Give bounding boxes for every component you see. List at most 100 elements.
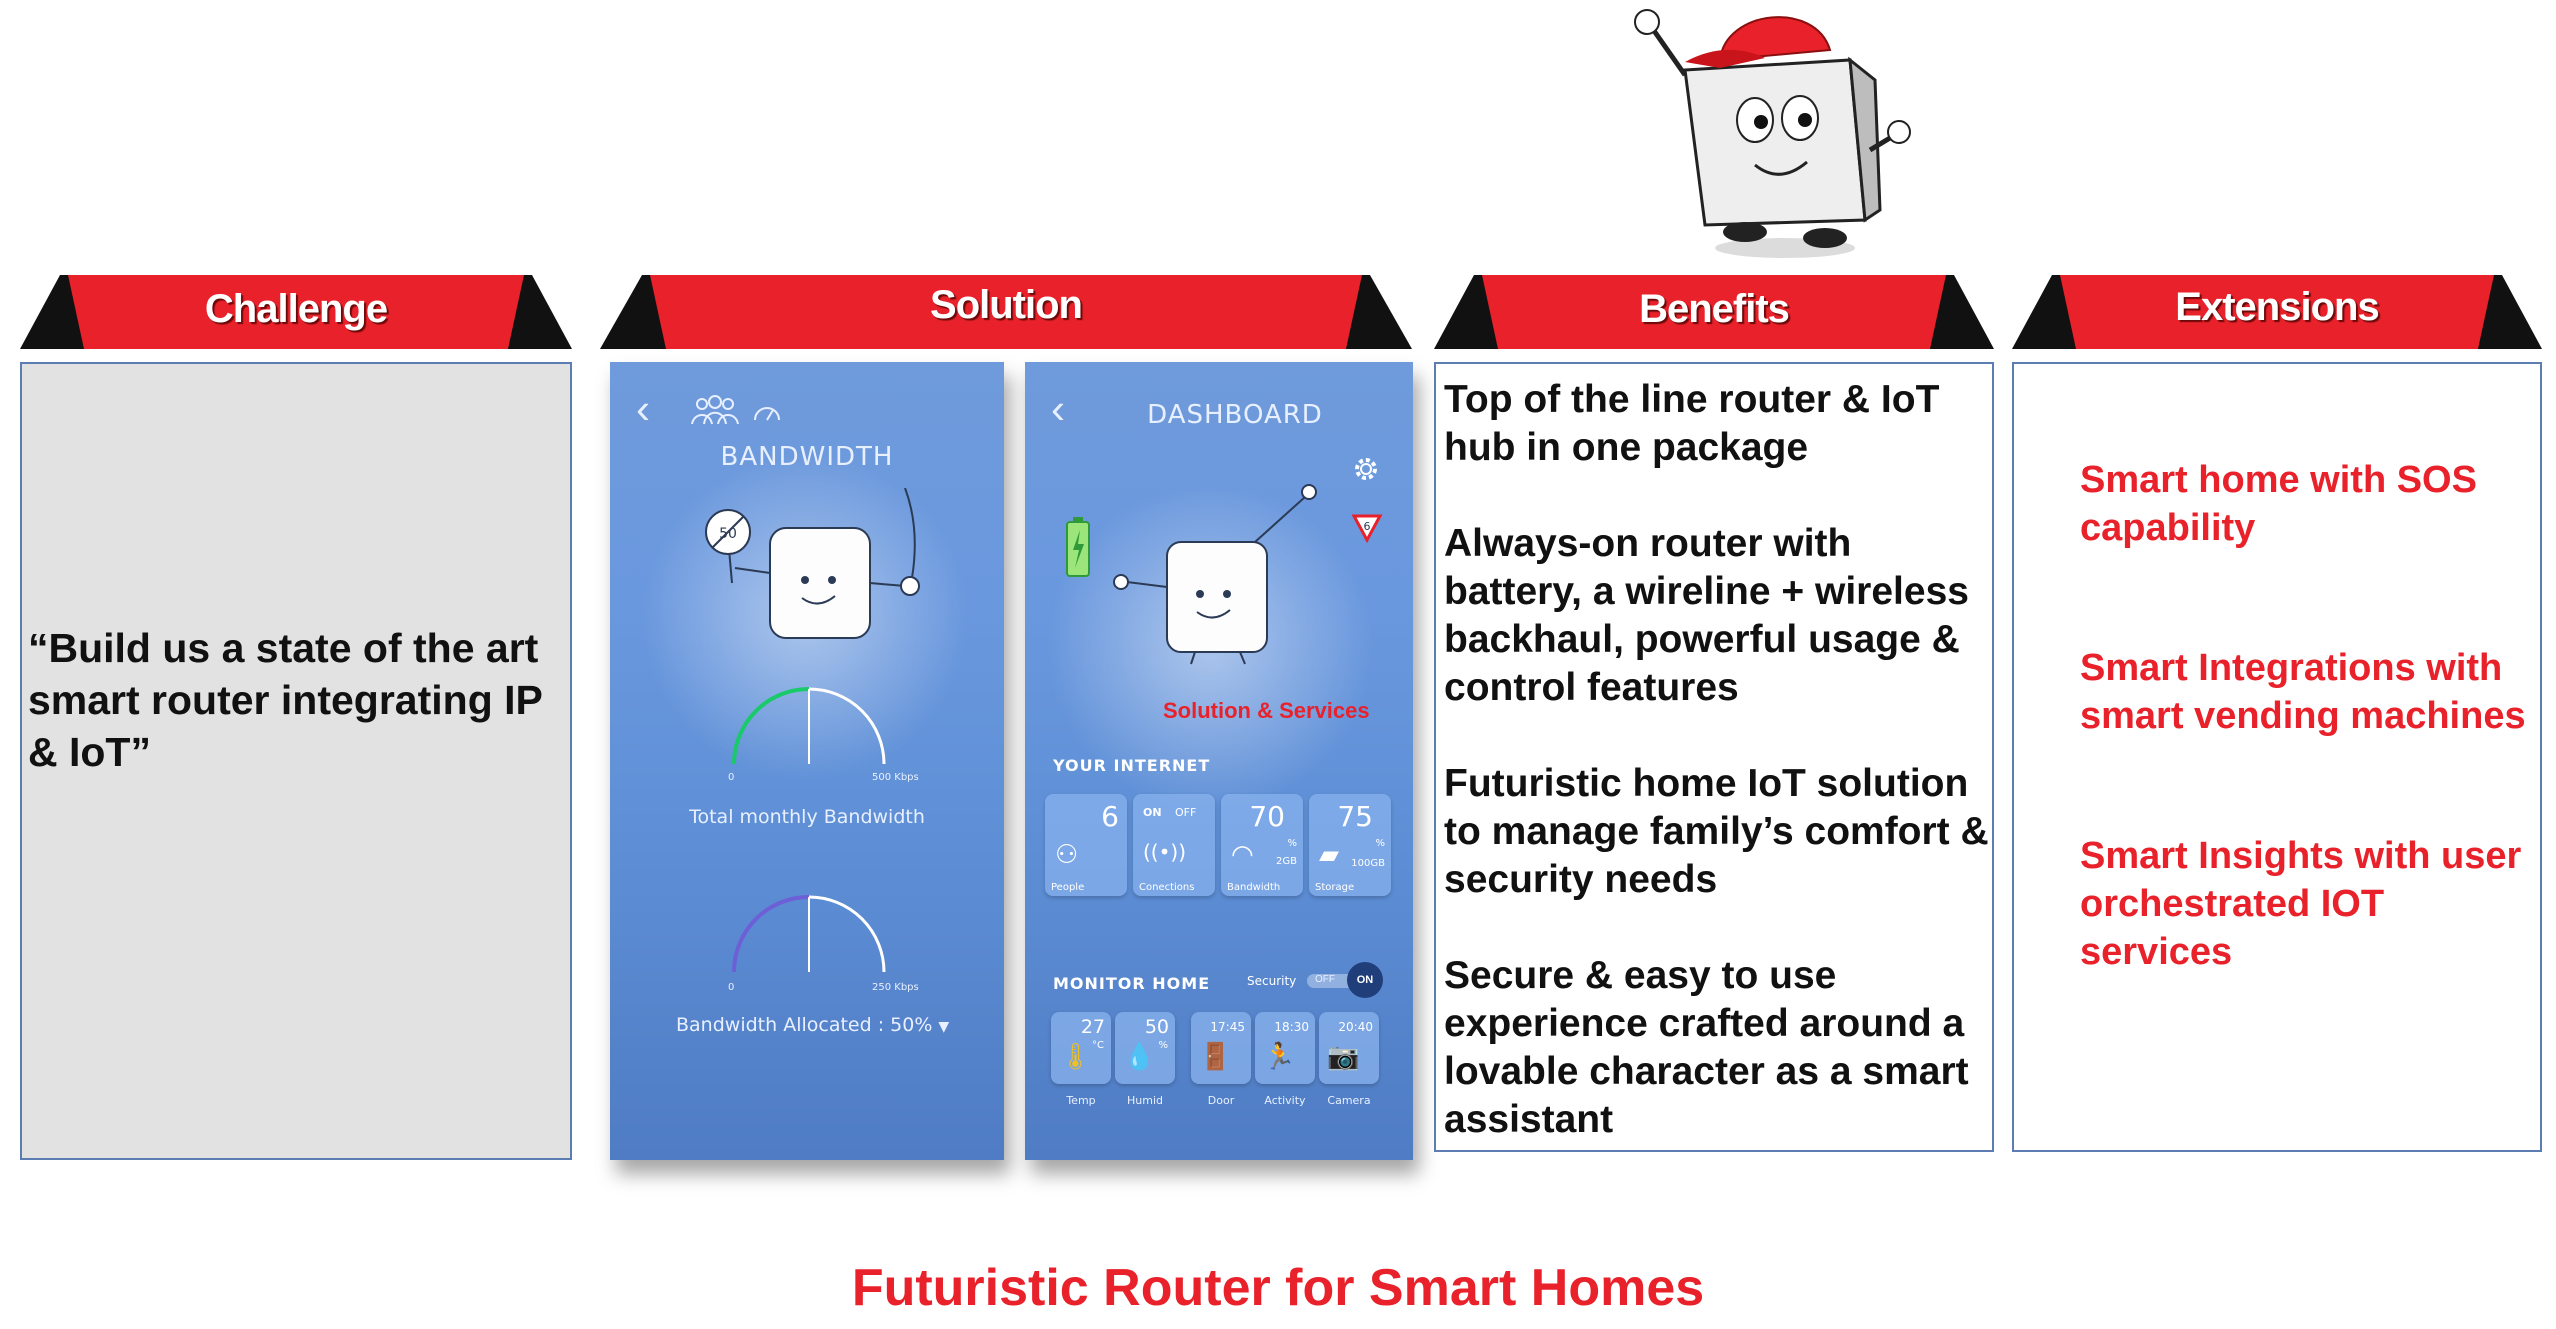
router-mascot-illustration [1634,9,1911,258]
camera-icon: 📷 [1327,1042,1360,1072]
benefit-item: Secure & easy to use experience crafted … [1444,954,1969,1141]
people-tile[interactable]: 6 ⚇ People [1045,794,1127,896]
temperature-tile[interactable]: 27 °C 🌡 Temp [1051,1012,1111,1107]
connections-tile[interactable]: ON OFF ((•)) Conections [1133,794,1215,896]
running-person-icon: 🏃 [1263,1042,1296,1072]
security-toggle[interactable]: OFF ON [1307,962,1383,1000]
footer-title: Futuristic Router for Smart Homes [851,1259,1705,1317]
challenge-panel: “Build us a state of the art smart route… [20,362,572,1160]
challenge-quote: “Build us a state of the art smart route… [28,625,543,775]
back-chevron-icon[interactable]: ‹ [636,385,650,432]
bandwidth-value: 70 [1249,800,1285,833]
solution-services-overlay: Solution & Services [1163,698,1370,723]
bandwidth-unit: % [1287,838,1297,849]
benefit-item: Always-on router with battery, a wirelin… [1444,522,1969,709]
bandwidth-phone-screen: ‹ BANDWIDTH 50 0 500 Kbps Total monthly … [610,362,1004,1160]
activity-tile[interactable]: 18:30 🏃 Activity [1255,1012,1315,1107]
dashboard-phone-screen: ‹ DASHBOARD 6 Solution & Services YOUR I… [1025,362,1413,1160]
extensions-panel: Smart home with SOS capability Smart Int… [2012,362,2542,1152]
activity-caption: Activity [1264,1094,1306,1107]
temperature-value: 27 [1080,1016,1105,1038]
speed-sign-text: 50 [719,526,737,542]
gauge2-min-label: 0 [728,982,735,993]
benefit-item: Futuristic home IoT solution to manage f… [1444,762,1989,901]
camera-time: 20:40 [1338,1020,1373,1034]
back-chevron-icon[interactable]: ‹ [1051,385,1065,432]
bandwidth-tile[interactable]: 70 % ◠ 2GB Bandwidth [1221,794,1303,896]
door-time: 17:45 [1210,1020,1245,1034]
camera-tile[interactable]: 20:40 📷 Camera [1319,1012,1379,1107]
bandwidth-title: BANDWIDTH [720,442,894,472]
benefit-item: Top of the line router & IoT hub in one … [1444,378,1940,469]
allocated-bandwidth-label: Bandwidth Allocated : 50% [676,1014,933,1036]
humidity-caption: Humid [1127,1094,1163,1107]
challenge-header: Challenge [20,273,572,351]
dashboard-title: DASHBOARD [1147,400,1323,430]
activity-time: 18:30 [1274,1020,1309,1034]
allocated-bandwidth-gauge [732,895,886,973]
extension-item: Smart Insights with user orchestrated IO… [2080,835,2522,973]
extensions-header: Extensions [2012,273,2542,351]
alert-badge-icon[interactable]: 6 [1351,512,1383,544]
security-label: Security [1247,974,1297,988]
storage-caption: Storage [1315,882,1355,893]
solution-header-label: Solution [930,283,1083,327]
people-icon: ⚇ [1055,840,1079,870]
router-character-icon: 50 [705,488,920,639]
your-internet-label: YOUR INTERNET [1053,756,1211,775]
battery-icon [1066,517,1090,577]
people-icon[interactable] [690,394,740,428]
door-icon: 🚪 [1199,1042,1232,1072]
security-toggle-off: OFF [1315,974,1335,985]
allocated-bandwidth-dropdown[interactable]: Bandwidth Allocated : 50% ▼ [676,1014,949,1036]
extensions-list: Smart home with SOS capability Smart Int… [2080,456,2540,1068]
humidity-unit: % [1158,1040,1168,1051]
internet-tiles: 6 ⚇ People ON OFF ((•)) Conections 70 % … [1045,794,1391,896]
usb-drive-icon: ▰ [1319,840,1339,870]
benefits-list: Top of the line router & IoT hub in one … [1436,376,1992,1192]
storage-tile[interactable]: 75 % ▰ 100GB Storage [1309,794,1391,896]
connections-off-label[interactable]: OFF [1175,806,1197,819]
bandwidth-extra: 2GB [1276,856,1297,867]
storage-value: 75 [1337,800,1373,833]
people-caption: People [1051,882,1085,893]
total-bandwidth-gauge [732,687,886,765]
door-tile[interactable]: 17:45 🚪 Door [1191,1012,1251,1107]
extension-item: Smart home with SOS capability [2080,459,2477,549]
temperature-unit: °C [1092,1040,1104,1051]
router-character-icon [1113,484,1317,665]
benefits-panel: Top of the line router & IoT hub in one … [1434,362,1994,1152]
door-caption: Door [1207,1094,1235,1107]
gauge2-max-label: 250 Kbps [872,982,919,993]
extension-item: Smart Integrations with smart vending ma… [2080,647,2526,737]
connections-caption: Conections [1139,882,1195,893]
solution-header: Solution [600,273,1412,351]
gauge1-max-label: 500 Kbps [872,772,919,783]
security-toggle-on: ON [1356,974,1374,986]
monitor-home-label: MONITOR HOME [1053,974,1211,993]
speedometer-icon: ◠ [1231,840,1254,870]
monitor-tiles: 27 °C 🌡 Temp 50 % 💧 Humid 17:45 🚪 Door 1… [1051,1012,1379,1107]
wifi-signal-icon: ((•)) [1143,840,1187,864]
storage-extra: 100GB [1351,858,1385,869]
connections-on-label[interactable]: ON [1143,806,1162,819]
security-toggle-knob[interactable]: ON [1347,962,1383,998]
alert-badge-number: 6 [1364,520,1371,533]
extensions-header-label: Extensions [2175,285,2379,329]
benefits-header-label: Benefits [1639,287,1790,331]
water-drop-icon: 💧 [1123,1042,1156,1072]
challenge-header-label: Challenge [204,287,388,331]
total-bandwidth-label: Total monthly Bandwidth [689,806,925,828]
benefits-header: Benefits [1434,273,1994,351]
thermometer-icon: 🌡 [1059,1042,1093,1072]
people-count: 6 [1101,800,1119,833]
humidity-tile[interactable]: 50 % 💧 Humid [1115,1012,1175,1107]
settings-gear-icon[interactable] [1351,454,1381,484]
bandwidth-caption: Bandwidth [1227,882,1281,893]
gauge1-min-label: 0 [728,772,735,783]
gauge-icon[interactable] [752,398,782,424]
dropdown-arrow-icon[interactable]: ▼ [938,1019,950,1035]
humidity-value: 50 [1144,1016,1169,1038]
temperature-caption: Temp [1066,1094,1096,1107]
camera-caption: Camera [1327,1094,1371,1107]
